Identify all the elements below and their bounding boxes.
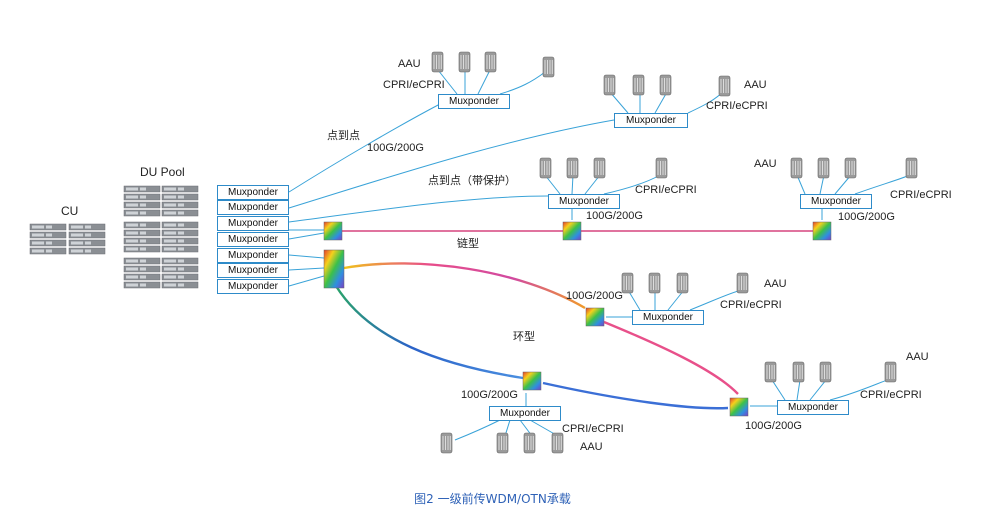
ring-links [288, 254, 739, 410]
topology-label-ring: 环型 [513, 330, 535, 343]
rate-label-ring-upper: 100G/200G [566, 290, 623, 302]
du-muxponder-5: Muxponder [217, 248, 289, 263]
rate-label-p2p: 100G/200G [367, 142, 424, 154]
site-muxponder-ring-left: Muxponder [489, 406, 561, 421]
topology-label-p2p: 点到点 [327, 129, 360, 142]
du-muxponder-6: Muxponder [217, 263, 289, 278]
cpri-label-mid2: CPRI/eCPRI [890, 189, 952, 201]
otn-node-chain-head [323, 221, 343, 241]
rate-label-mid2: 100G/200G [838, 211, 895, 223]
site-muxponder-mid1: Muxponder [548, 194, 620, 209]
otn-node-chain-mid [562, 221, 582, 241]
du-muxponder-3: Muxponder [217, 216, 289, 231]
site-muxponder-top2: Muxponder [614, 113, 688, 128]
site-muxponder-ring-upper: Muxponder [632, 310, 704, 325]
du-muxponder-4: Muxponder [217, 232, 289, 247]
otn-node-ring-head [323, 249, 345, 289]
aau-label-mid2: AAU [754, 158, 777, 170]
du-muxponder-2: Muxponder [217, 200, 289, 215]
otn-node-ring-upper [585, 307, 605, 327]
cpri-label-ring-left: CPRI/eCPRI [562, 423, 624, 435]
rate-label-ring-left: 100G/200G [461, 389, 518, 401]
otn-node-chain-end [812, 221, 832, 241]
du-muxponder-1: Muxponder [217, 185, 289, 200]
cu-rack-stack [29, 223, 106, 255]
aau-label-ring-left: AAU [580, 441, 603, 453]
rate-label-ring-right: 100G/200G [745, 420, 802, 432]
du-pool-label: DU Pool [140, 165, 185, 179]
rate-label-mid1: 100G/200G [586, 210, 643, 222]
cpri-label-ring-upper: CPRI/eCPRI [720, 299, 782, 311]
site-muxponder-ring-right: Muxponder [777, 400, 849, 415]
topology-label-chain: 链型 [457, 237, 479, 250]
site-muxponder-top1: Muxponder [438, 94, 510, 109]
cu-label: CU [61, 204, 79, 218]
chain-link [288, 229, 813, 240]
cpri-label-top1: CPRI/eCPRI [383, 79, 445, 91]
cpri-label-ring-right: CPRI/eCPRI [860, 389, 922, 401]
aau-label-top1: AAU [398, 58, 421, 70]
cpri-label-mid1: CPRI/eCPRI [635, 184, 697, 196]
otn-nodes [323, 221, 832, 417]
aau-label-ring-upper: AAU [764, 278, 787, 290]
figure-caption: 图2 一级前传WDM/OTN承载 [414, 492, 571, 506]
aau-label-ring-right: AAU [906, 351, 929, 363]
cpri-label-top2: CPRI/eCPRI [706, 100, 768, 112]
du-pool-rack-stack [123, 185, 199, 289]
aau-label-top2: AAU [744, 79, 767, 91]
otn-node-ring-right [729, 397, 749, 417]
p2p-links [288, 103, 615, 223]
topology-label-p2p-protect: 点到点（带保护） [428, 174, 516, 187]
otn-node-ring-left [522, 371, 542, 391]
site-muxponder-mid2: Muxponder [800, 194, 872, 209]
du-muxponder-7: Muxponder [217, 279, 289, 294]
